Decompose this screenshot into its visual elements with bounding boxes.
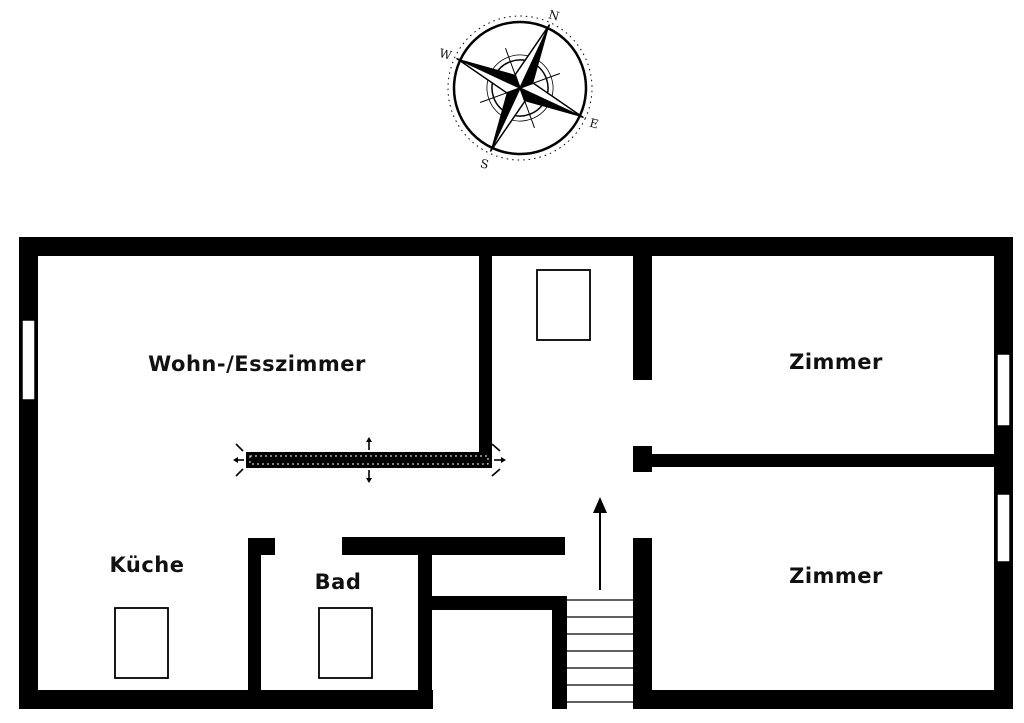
staircase [567,599,633,703]
sliding-partition [233,437,506,483]
compass-west-label: W [438,46,454,63]
fixtures [114,269,591,679]
windows [21,319,1011,563]
skylight-hallway [536,269,591,341]
stair-direction-arrow-icon [593,497,607,590]
window-right-top [996,353,1011,427]
skylight-kitchen [114,607,169,679]
room-label-kitchen: Küche [110,553,185,577]
window-right-bottom [996,493,1011,563]
room-label-room-bottom: Zimmer [789,564,883,588]
compass-east-label: E [588,116,600,132]
room-label-bath: Bad [315,570,362,594]
room-label-living-dining: Wohn-/Esszimmer [148,352,366,376]
interior-walls [248,254,1013,709]
compass-rose-icon: N E S W [438,7,600,172]
skylight-bath [318,607,373,679]
compass-south-label: S [479,156,491,172]
compass-north-label: N [547,7,561,23]
room-label-room-top: Zimmer [789,350,883,374]
window-left [21,319,36,401]
